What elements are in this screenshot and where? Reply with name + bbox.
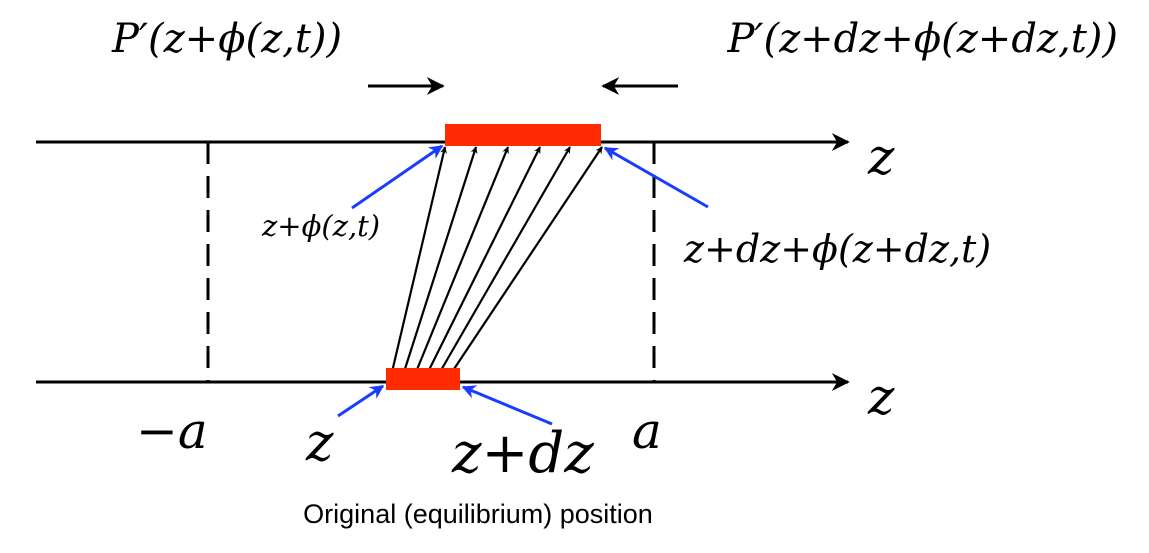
pos-a-label: a <box>632 402 662 460</box>
caption: Original (equilibrium) position <box>303 499 653 529</box>
pointer-arrow-displaced-right <box>603 146 709 209</box>
displacement-arrow <box>427 146 541 373</box>
displacement-arrow <box>414 146 510 373</box>
displacement-arrows <box>390 146 603 373</box>
displacement-arrow <box>390 146 447 373</box>
pointer-arrow-original-left <box>337 384 385 418</box>
neg-a-label: −a <box>136 402 208 460</box>
pointer-arrow-original-right <box>461 385 553 426</box>
force-label-left: P′(z+ϕ(z,t)) <box>111 16 342 62</box>
displaced-right-label: z+dz+ϕ(z+dz,t) <box>683 227 991 271</box>
pointer-arrow-displaced-left <box>351 144 444 210</box>
original-right-label: z+dz <box>451 421 594 486</box>
displacement-arrow <box>451 146 603 373</box>
original-left-label: z <box>305 413 334 473</box>
displacement-arrow <box>439 146 571 373</box>
force-label-right: P′(z+dz+ϕ(z+dz,t)) <box>726 16 1118 62</box>
displaced-left-label: z+ϕ(z,t) <box>261 209 380 243</box>
displacement-arrow <box>402 146 478 373</box>
original-element <box>386 368 460 390</box>
bottom-axis-label: z <box>867 368 895 426</box>
top-axis-label: z <box>867 128 895 186</box>
displaced-element <box>445 124 601 146</box>
